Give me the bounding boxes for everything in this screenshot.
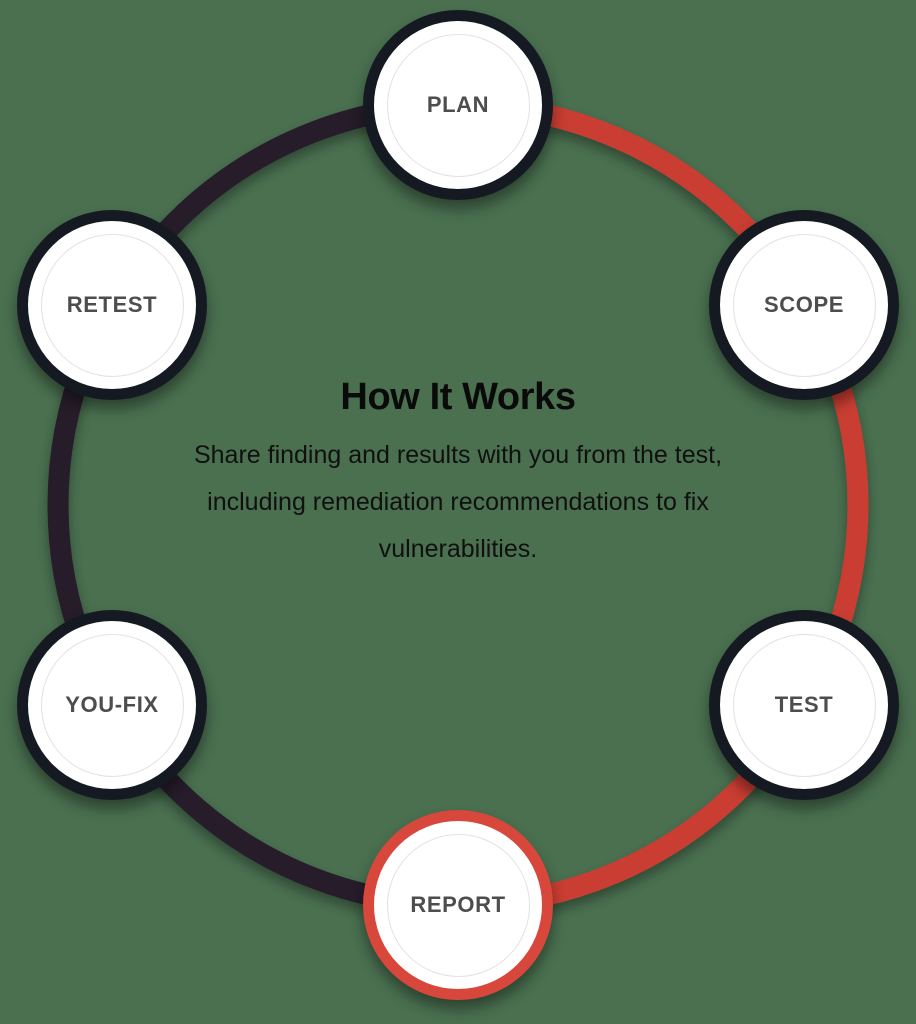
cycle-node-you-fix[interactable]: YOU-FIX [17,610,207,800]
cycle-node-plan[interactable]: PLAN [363,10,553,200]
cycle-node-label-test: TEST [774,692,834,717]
arc-remaining-dark [47,94,459,916]
cycle-node-label-report: REPORT [410,892,506,917]
cycle-node-report[interactable]: REPORT [363,810,553,1000]
cycle-node-label-retest: RETEST [66,292,158,317]
cycle-node-retest[interactable]: RETEST [17,210,207,400]
cycle-node-scope[interactable]: SCOPE [709,210,899,400]
cycle-node-label-you-fix: YOU-FIX [65,692,159,717]
cycle-node-label-scope: SCOPE [763,292,845,317]
cycle-node-test[interactable]: TEST [709,610,899,800]
cycle-node-label-plan: PLAN [426,92,490,117]
arc-progress-red [457,94,869,916]
